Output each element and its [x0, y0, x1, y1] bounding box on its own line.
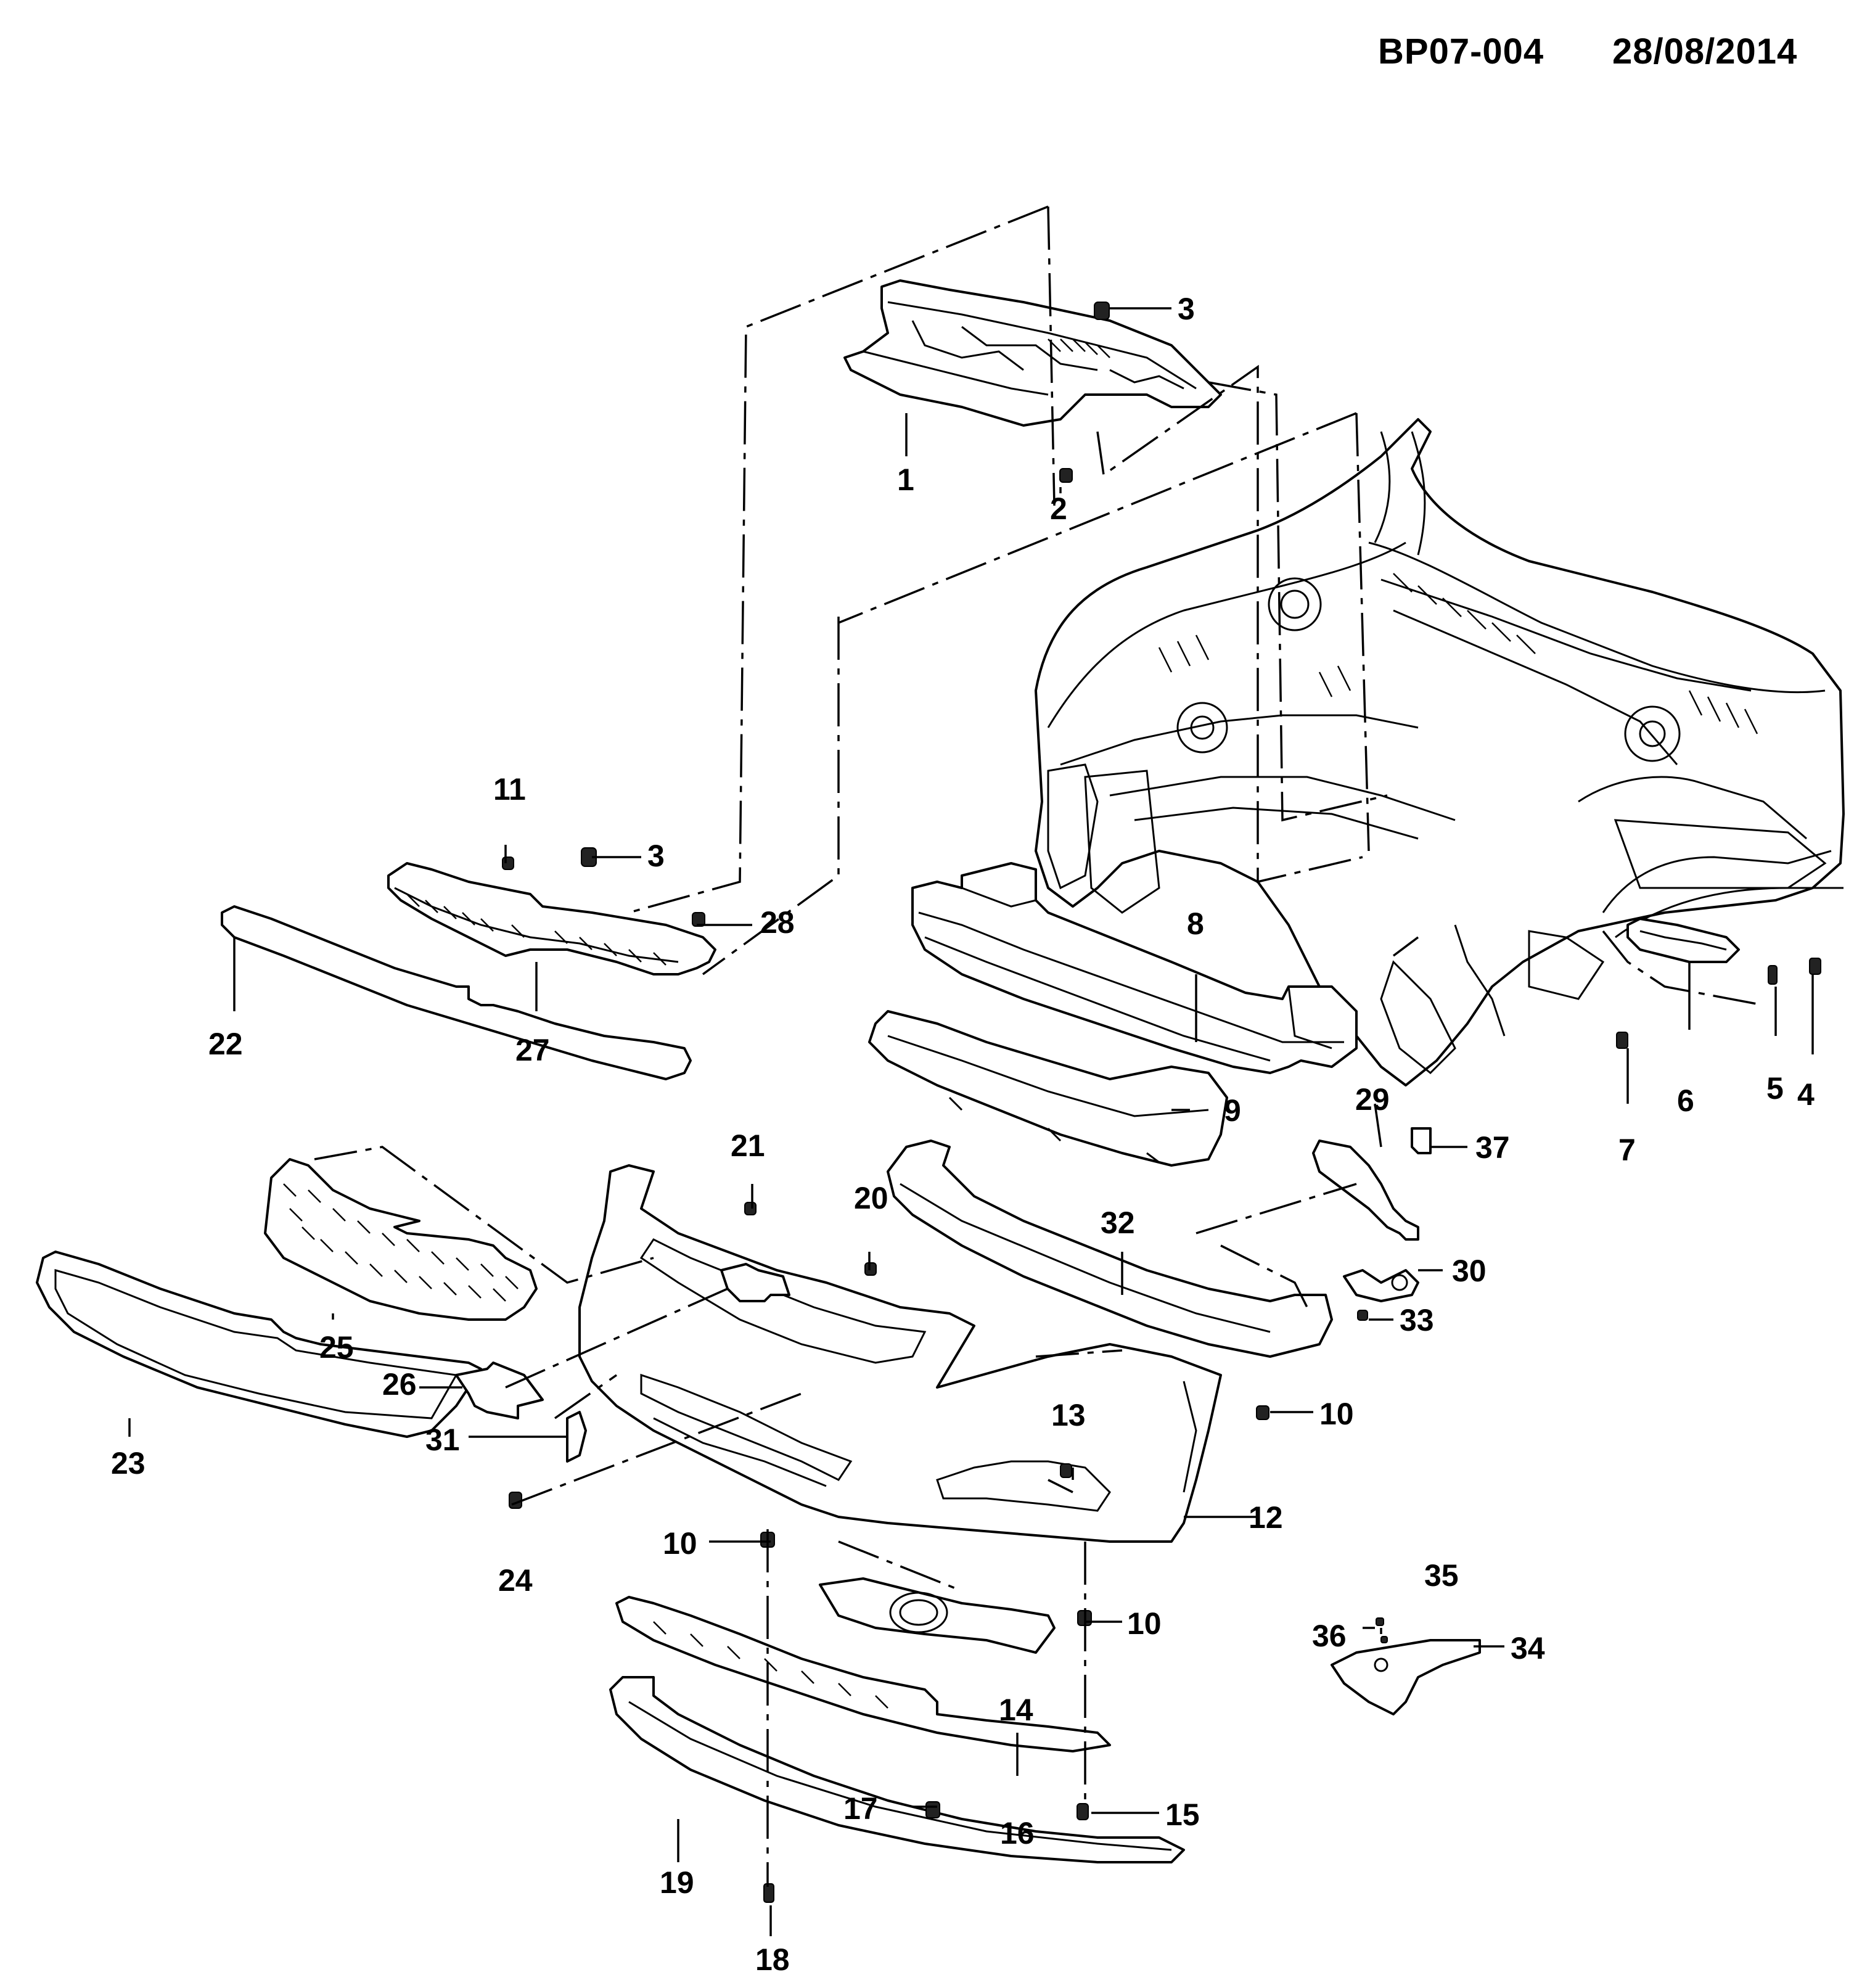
callout-15: 15	[1165, 1797, 1200, 1832]
callout-30: 30	[1452, 1254, 1487, 1288]
callout-3a: 3	[1178, 292, 1195, 326]
part-9-energy-absorber	[868, 1010, 1228, 1167]
part-6-bumper-bracket	[1626, 918, 1740, 963]
part-22-grille-bezel	[221, 905, 692, 1080]
callout-2: 2	[1050, 491, 1067, 526]
part-23-grille-frame	[36, 1251, 482, 1438]
callout-18: 18	[755, 1942, 790, 1977]
callout-4: 4	[1797, 1077, 1815, 1112]
callout-36: 36	[1312, 1619, 1347, 1653]
callout-31: 31	[425, 1423, 460, 1457]
callout-37: 37	[1475, 1130, 1510, 1165]
callout-9: 9	[1224, 1093, 1241, 1128]
part-37-retainer	[1411, 1127, 1432, 1154]
callout-27: 27	[515, 1033, 550, 1067]
callout-10c: 10	[1127, 1606, 1162, 1641]
callout-10a: 10	[1319, 1397, 1354, 1431]
part-26-emblem-on-fascia	[720, 1263, 790, 1302]
callout-1: 1	[897, 462, 914, 497]
diagram-date: 28/08/2014	[1612, 31, 1798, 72]
callout-28: 28	[760, 905, 795, 940]
callout-6: 6	[1677, 1083, 1694, 1118]
callout-22: 22	[208, 1027, 243, 1061]
part-32-fascia-upper-support	[887, 1140, 1333, 1358]
callout-32: 32	[1101, 1206, 1135, 1240]
alignment-lines	[314, 205, 1764, 1887]
part-26-front-emblem	[455, 1362, 544, 1419]
leader-lines	[128, 307, 1814, 1936]
callout-10b: 10	[663, 1526, 697, 1561]
callout-29: 29	[1355, 1082, 1390, 1117]
part-31-emblem-adhesive	[566, 1411, 587, 1463]
callout-3b: 3	[647, 839, 665, 873]
callout-11: 11	[493, 772, 526, 807]
part-34-support-bracket	[1331, 1639, 1481, 1715]
callout-14: 14	[999, 1693, 1033, 1727]
callout-21: 21	[731, 1128, 765, 1163]
part-16-lower-air-deflector	[615, 1596, 1111, 1752]
part-25-lower-grille	[264, 1158, 538, 1321]
diagram-code: BP07-004	[1378, 31, 1544, 72]
callout-labels: 1 2 3 3 4 5 6 7 8 9 10 10 10 11 12 13 14…	[111, 292, 1815, 1977]
callout-17: 17	[843, 1791, 878, 1826]
callout-12: 12	[1249, 1500, 1283, 1535]
callout-33: 33	[1400, 1303, 1434, 1337]
callout-24: 24	[498, 1563, 533, 1598]
callout-13: 13	[1051, 1398, 1086, 1432]
part-12-front-bumper-fascia	[578, 1164, 1222, 1543]
callout-7: 7	[1618, 1133, 1636, 1167]
callout-8: 8	[1187, 906, 1204, 941]
callout-23: 23	[111, 1446, 146, 1481]
part-14-fog-lamp-bezel	[819, 1577, 1056, 1654]
part-1-upper-radiator-support-cover	[843, 279, 1222, 427]
callout-25: 25	[319, 1330, 354, 1365]
part-19-lower-lip	[609, 1676, 1185, 1863]
part-27-upper-grille	[387, 862, 716, 976]
callout-20: 20	[854, 1181, 888, 1215]
part-29-side-guide-bracket	[1312, 1140, 1419, 1241]
callout-26: 26	[382, 1367, 417, 1402]
callout-16: 16	[1000, 1816, 1035, 1850]
part-8-bumper-impact-bar	[911, 862, 1358, 1074]
part-30-horn	[1343, 1269, 1419, 1302]
callout-35: 35	[1424, 1558, 1459, 1593]
fasteners	[502, 302, 1821, 1903]
callout-19: 19	[660, 1865, 694, 1900]
callout-5: 5	[1766, 1071, 1784, 1106]
callout-34: 34	[1511, 1631, 1545, 1666]
vehicle-front-structure	[1035, 418, 1845, 1086]
